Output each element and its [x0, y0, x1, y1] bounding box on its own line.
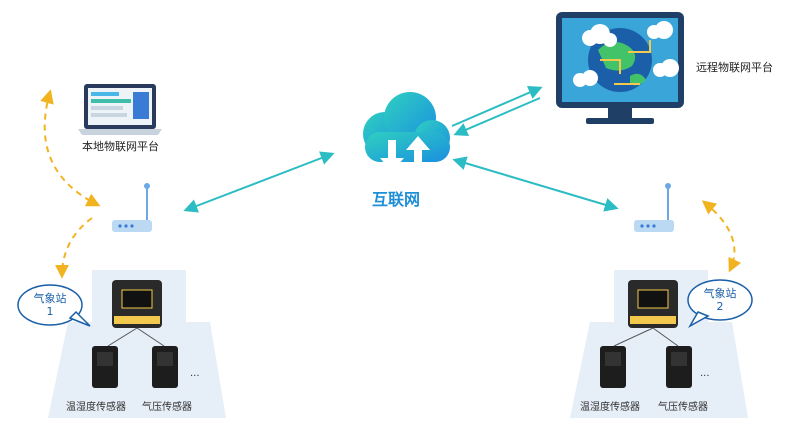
station-2-sensor1-label: 温湿度传感器	[580, 402, 640, 413]
station-1-number: 1	[46, 305, 54, 318]
station-1-temp-humidity-sensor-icon	[92, 346, 118, 388]
internet-cloud-icon	[363, 92, 450, 172]
dashed-link-laptop-router1	[40, 89, 101, 207]
local-platform-label: 本地物联网平台	[82, 140, 159, 153]
station-2-bubble	[687, 279, 753, 328]
internet-label: 互联网	[372, 190, 421, 209]
local-platform-laptop-icon	[78, 84, 162, 135]
station-2-sensor2-label: 气压传感器	[658, 402, 708, 413]
station-1-more: ...	[190, 368, 200, 379]
station-1-pressure-sensor-icon	[152, 346, 178, 388]
station-1-sensor2-label: 气压传感器	[142, 402, 192, 413]
station-1-controller-icon	[107, 280, 165, 347]
station-2-bubble-text: 气象站 2	[694, 287, 746, 313]
station-2-temp-humidity-sensor-icon	[600, 346, 626, 388]
station-1-bubble-text: 气象站 1	[24, 292, 76, 318]
station-2-pressure-sensor-icon	[666, 346, 692, 388]
station-2-more: ...	[700, 368, 710, 379]
router-2-icon	[634, 183, 674, 232]
station-1-sensor1-label: 温湿度传感器	[66, 402, 126, 413]
dashed-link-router1-station1	[55, 217, 93, 279]
router-1-icon	[112, 183, 152, 232]
remote-platform-label: 远程物联网平台	[696, 61, 773, 74]
link-router1-internet	[183, 151, 335, 213]
station-2-number: 2	[716, 300, 724, 313]
link-internet-remote-up	[451, 86, 543, 127]
station-2-controller-icon	[613, 280, 679, 347]
link-internet-router2	[452, 156, 619, 212]
dashed-link-router2-station2	[701, 200, 742, 273]
remote-platform-monitor-icon	[556, 12, 684, 124]
station-1-name: 气象站	[33, 292, 67, 305]
station-1-bubble	[17, 284, 91, 327]
station-2-name: 气象站	[703, 287, 737, 300]
link-remote-internet-down	[453, 97, 541, 137]
